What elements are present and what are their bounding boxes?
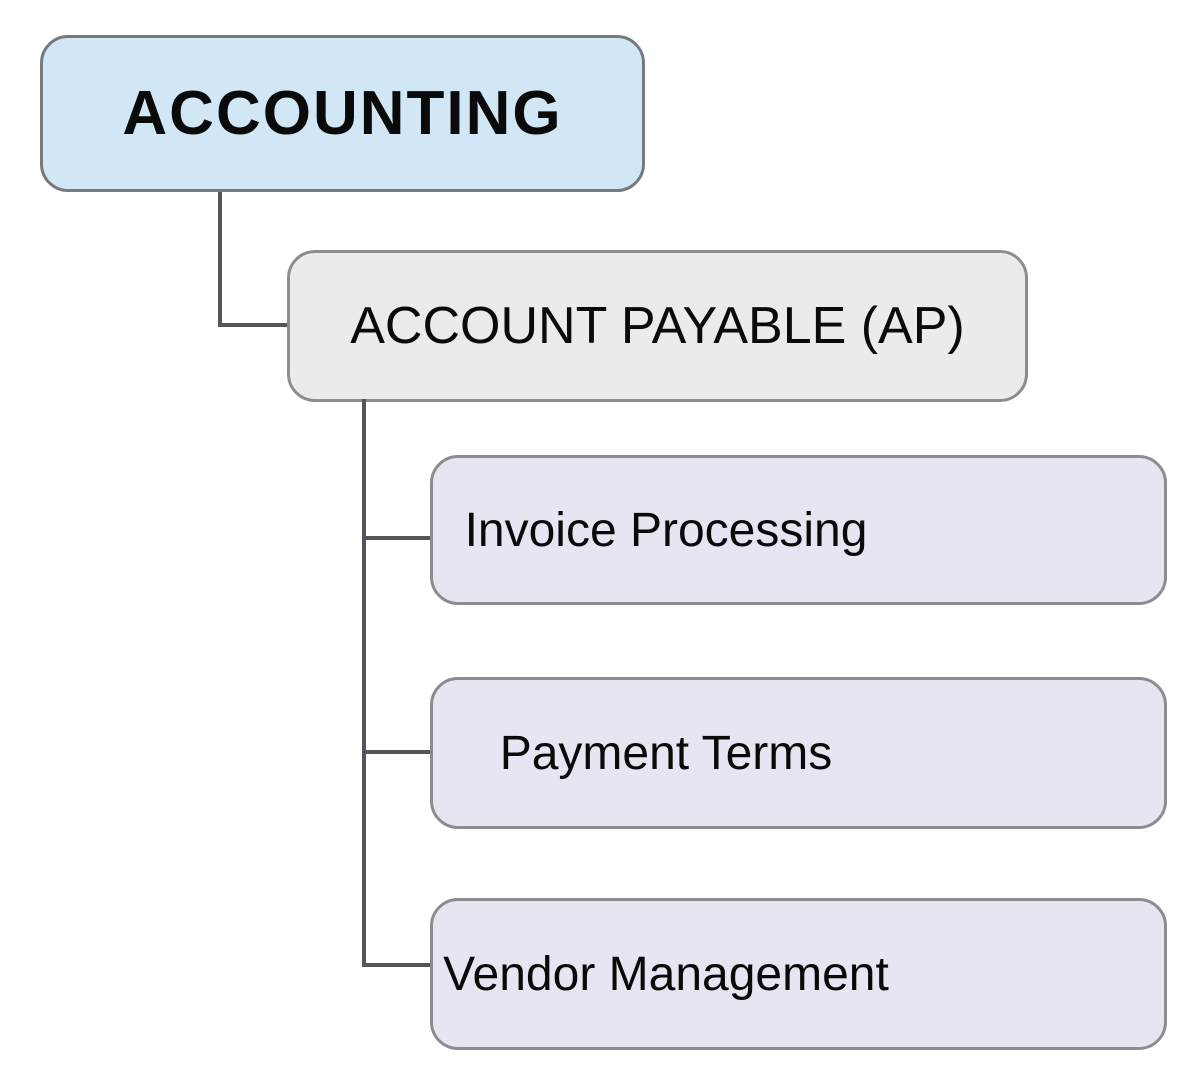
- node-vendor-management-label: Vendor Management: [443, 947, 889, 1001]
- node-invoice-processing: Invoice Processing: [430, 455, 1167, 605]
- node-accounting-label: ACCOUNTING: [122, 79, 563, 148]
- connector-accounting-down: [218, 192, 222, 327]
- node-accounting: ACCOUNTING: [40, 35, 645, 192]
- node-account-payable-label: ACCOUNT PAYABLE (AP): [350, 297, 965, 355]
- connector-to-invoice-processing: [362, 536, 433, 540]
- node-payment-terms: Payment Terms: [430, 677, 1167, 829]
- connector-to-payment-terms: [362, 750, 433, 754]
- node-invoice-processing-label: Invoice Processing: [464, 503, 868, 557]
- connector-to-vendor-management: [362, 963, 433, 967]
- node-vendor-management: Vendor Management: [430, 898, 1167, 1050]
- connector-account-payable-trunk: [362, 399, 366, 967]
- node-account-payable: ACCOUNT PAYABLE (AP): [287, 250, 1028, 402]
- node-payment-terms-label: Payment Terms: [499, 726, 833, 780]
- connector-accounting-to-account-payable: [218, 323, 290, 327]
